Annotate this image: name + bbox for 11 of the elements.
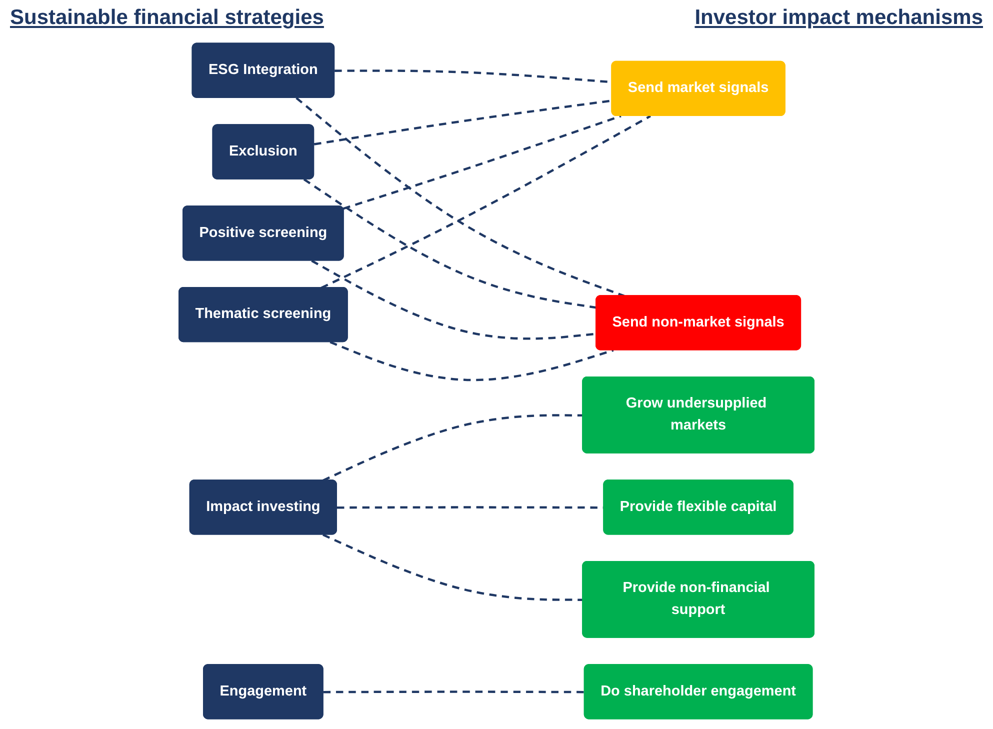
connector — [320, 115, 652, 289]
connector — [330, 341, 614, 382]
connector — [303, 178, 597, 309]
connector — [314, 100, 612, 146]
connector — [323, 690, 585, 694]
column-heading: Investor impact mechanisms — [694, 6, 983, 31]
connector — [342, 114, 622, 210]
connector — [322, 534, 583, 601]
connector — [296, 97, 625, 298]
column-heading: Sustainable financial strategies — [10, 6, 324, 31]
connector — [322, 414, 583, 482]
